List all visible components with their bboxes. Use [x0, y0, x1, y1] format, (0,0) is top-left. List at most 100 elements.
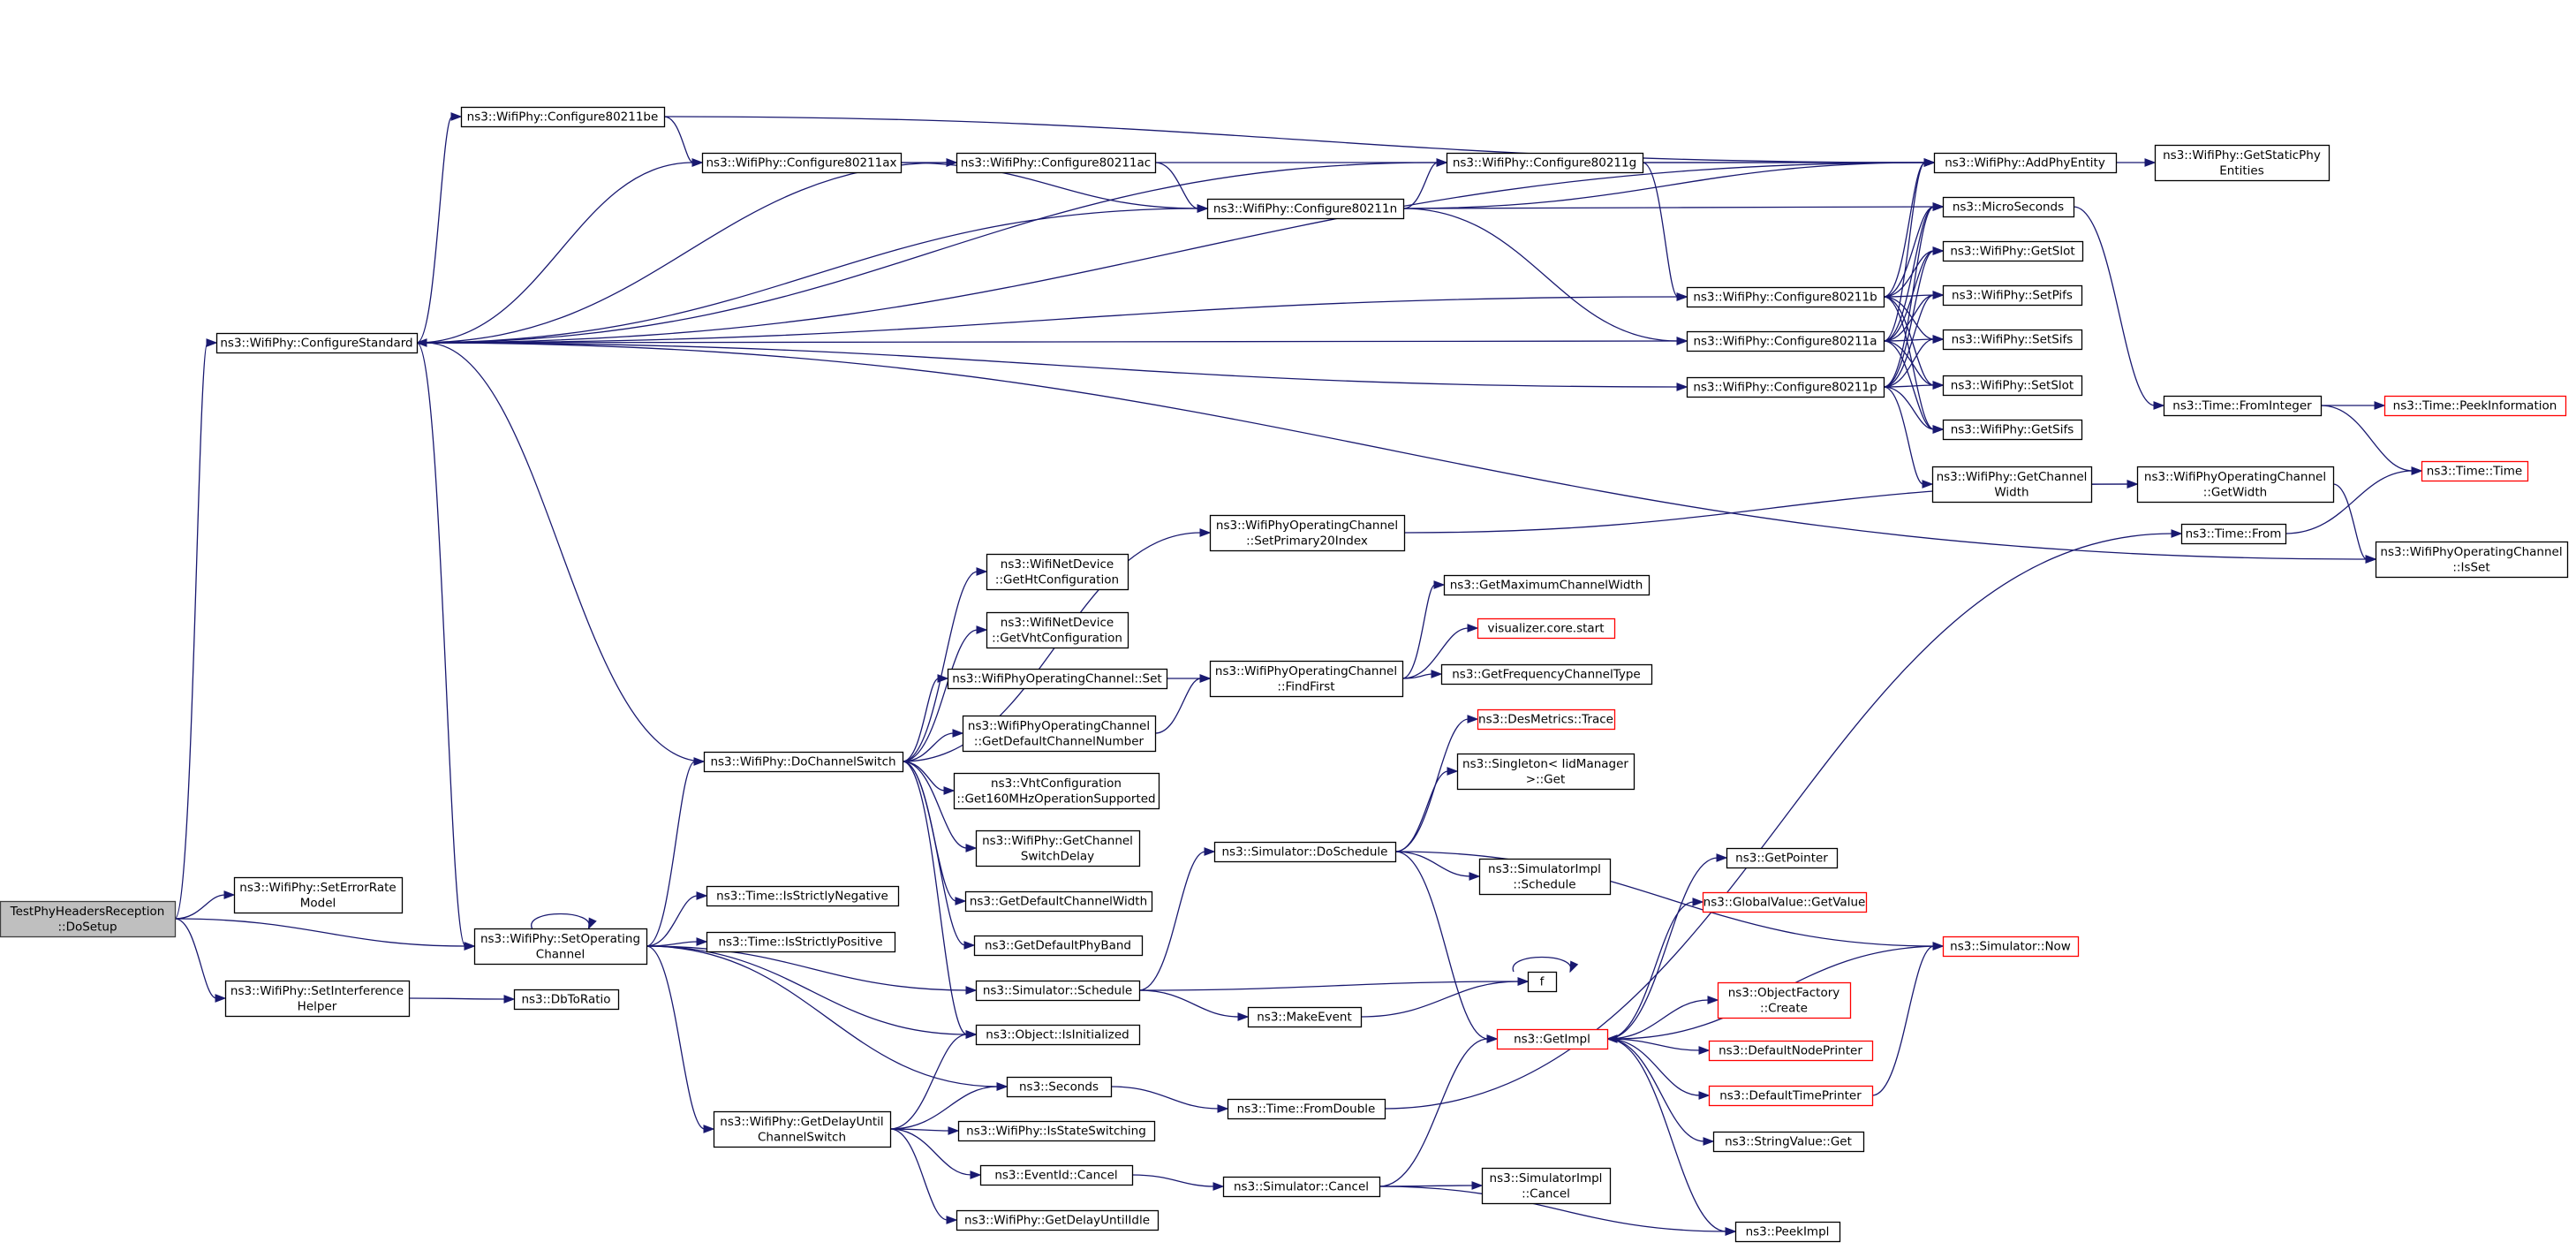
node-gv-get-value[interactable]: ns3::GlobalValue::GetValue — [1702, 891, 1868, 913]
arrowhead-icon — [206, 338, 218, 347]
node-cfg80211ac[interactable]: ns3::WifiPhy::Configure80211ac — [956, 152, 1157, 174]
node-get-default-ch-width[interactable]: ns3::GetDefaultChannelWidth — [964, 890, 1153, 913]
edge-line — [416, 162, 1926, 344]
node-op-ch-is-set[interactable]: ns3::WifiPhyOperatingChannel::IsSet — [2375, 541, 2569, 579]
node-event-id-cancel[interactable]: ns3::EventId::Cancel — [979, 1164, 1134, 1186]
arrowhead-icon — [1431, 670, 1443, 678]
edge-line — [1394, 851, 1935, 947]
node-cfg80211n[interactable]: ns3::WifiPhy::Configure80211n — [1206, 198, 1405, 220]
node-cfg80211g[interactable]: ns3::WifiPhy::Configure80211g — [1446, 152, 1644, 174]
node-vht-get160[interactable]: ns3::VhtConfiguration::Get160MHzOperatio… — [953, 772, 1160, 810]
edge-find-first-to-get-max-ch-width — [1401, 580, 1446, 679]
node-label: ns3::WifiPhyOperatingChannel — [1215, 664, 1397, 678]
node-get-impl[interactable]: ns3::GetImpl — [1496, 1028, 1609, 1050]
arrowhead-icon — [965, 986, 978, 995]
edge-get-impl-to-def-node-printer — [1606, 1038, 1711, 1055]
edge-line — [416, 296, 1679, 344]
node-micro-seconds[interactable]: ns3::MicroSeconds — [1942, 196, 2075, 218]
edge-op-ch-get-width-to-op-ch-is-set — [2332, 483, 2377, 564]
node-cfg80211b[interactable]: ns3::WifiPhy::Configure80211b — [1686, 286, 1885, 308]
node-get-freq-ch-type[interactable]: ns3::GetFrequencyChannelType — [1440, 663, 1653, 686]
arrowhead-icon — [1922, 480, 1934, 489]
node-op-ch-get-width[interactable]: ns3::WifiPhyOperatingChannel::GetWidth — [2136, 466, 2335, 504]
edge-line — [416, 342, 1679, 388]
node-get-max-ch-width[interactable]: ns3::GetMaximumChannelWidth — [1443, 574, 1651, 596]
node-time-from[interactable]: ns3::Time::From — [2180, 523, 2287, 545]
node-box — [2375, 541, 2569, 579]
node-set-primary20[interactable]: ns3::WifiPhyOperatingChannel::SetPrimary… — [1209, 514, 1406, 552]
node-find-first[interactable]: ns3::WifiPhyOperatingChannel::FindFirst — [1209, 660, 1404, 698]
node-label: ns3::WifiPhy::DoChannelSwitch — [710, 755, 895, 769]
node-cfg80211be[interactable]: ns3::WifiPhy::Configure80211be — [460, 106, 666, 128]
node-time-from-double[interactable]: ns3::Time::FromDouble — [1227, 1098, 1386, 1120]
node-def-time-printer[interactable]: ns3::DefaultTimePrinter — [1708, 1085, 1874, 1107]
node-string-value-get[interactable]: ns3::StringValue::Get — [1712, 1131, 1865, 1153]
node-label: f — [1540, 975, 1545, 989]
node-get-default-phy-band[interactable]: ns3::GetDefaultPhyBand — [973, 935, 1144, 957]
node-box — [1942, 375, 2083, 397]
node-cfg80211p[interactable]: ns3::WifiPhy::Configure80211p — [1686, 376, 1885, 398]
node-box — [1942, 419, 2083, 441]
node-root[interactable]: TestPhyHeadersReception::DoSetup — [0, 900, 177, 938]
node-cfg80211a[interactable]: ns3::WifiPhy::Configure80211a — [1686, 330, 1885, 352]
node-box — [2163, 395, 2323, 417]
node-singleton-get[interactable]: ns3::Singleton< IidManager>::Get — [1456, 753, 1635, 791]
edge-cfg80211p-to-set-sifs — [1883, 335, 1945, 388]
node-box — [979, 1164, 1134, 1186]
node-label: ns3::WifiPhy::AddPhyEntity — [1945, 156, 2105, 170]
node-get-vht-cfg[interactable]: ns3::WifiNetDevice::GetVhtConfiguration — [986, 611, 1129, 649]
node-obj-is-init[interactable]: ns3::Object::IsInitialized — [975, 1024, 1141, 1046]
node-sim-schedule[interactable]: ns3::Simulator::Schedule — [975, 980, 1141, 1002]
node-make-event[interactable]: ns3::MakeEvent — [1247, 1006, 1363, 1028]
node-get-pointer[interactable]: ns3::GetPointer — [1726, 847, 1839, 869]
node-cfg80211ax[interactable]: ns3::WifiPhy::Configure80211ax — [701, 152, 903, 174]
node-sim-now[interactable]: ns3::Simulator::Now — [1942, 936, 2080, 958]
edge-line — [1883, 206, 1935, 298]
node-viz-core-start[interactable]: visualizer.core.start — [1477, 617, 1616, 640]
node-set-sifs[interactable]: ns3::WifiPhy::SetSifs — [1942, 329, 2083, 351]
node-get-ht-cfg[interactable]: ns3::WifiNetDevice::GetHtConfiguration — [986, 553, 1129, 591]
node-sim-impl-cancel[interactable]: ns3::SimulatorImpl::Cancel — [1481, 1167, 1612, 1205]
arrowhead-icon — [1436, 158, 1448, 167]
edge-line — [1394, 851, 1489, 1040]
node-def-node-printer[interactable]: ns3::DefaultNodePrinter — [1708, 1040, 1874, 1062]
node-get-slot[interactable]: ns3::WifiPhy::GetSlot — [1942, 240, 2084, 262]
node-label: ns3::GetPointer — [1735, 852, 1828, 866]
node-obj-fact-create[interactable]: ns3::ObjectFactory::Create — [1717, 981, 1852, 1019]
node-op-ch-get-default-ch-num[interactable]: ns3::WifiPhyOperatingChannel::GetDefault… — [962, 715, 1157, 753]
node-add-phy-entity[interactable]: ns3::WifiPhy::AddPhyEntity — [1933, 152, 2118, 174]
node-time-time[interactable]: ns3::Time::Time — [2421, 460, 2529, 482]
node-is-state-switching[interactable]: ns3::WifiPhy::IsStateSwitching — [957, 1120, 1156, 1142]
node-des-metrics-trace[interactable]: ns3::DesMetrics::Trace — [1477, 708, 1616, 731]
node-peek-information[interactable]: ns3::Time::PeekInformation — [2383, 395, 2567, 417]
node-peek-impl[interactable]: ns3::PeekImpl — [1734, 1221, 1841, 1243]
node-time-from-integer[interactable]: ns3::Time::FromInteger — [2163, 395, 2323, 417]
node-box — [1206, 198, 1405, 220]
node-do-channel-switch[interactable]: ns3::WifiPhy::DoChannelSwitch — [703, 751, 904, 773]
node-seconds[interactable]: ns3::Seconds — [1006, 1076, 1113, 1098]
edge-get-delay-until-ch-switch-to-seconds — [889, 1082, 1008, 1130]
node-op-ch-set[interactable]: ns3::WifiPhyOperatingChannel::Set — [947, 668, 1168, 690]
node-sim-cancel[interactable]: ns3::Simulator::Cancel — [1222, 1176, 1381, 1198]
node-box — [1942, 240, 2084, 262]
node-db-to-ratio[interactable]: ns3::DbToRatio — [513, 989, 620, 1011]
node-get-delay-until-idle[interactable]: ns3::WifiPhy::GetDelayUntilIdle — [956, 1209, 1160, 1231]
node-label: ns3::Time::IsStrictlyNegative — [716, 890, 888, 904]
node-f[interactable]: f — [1527, 971, 1558, 993]
node-configure-standard[interactable]: ns3::WifiPhy::ConfigureStandard — [215, 332, 419, 354]
node-set-pifs[interactable]: ns3::WifiPhy::SetPifs — [1942, 284, 2083, 307]
node-sim-impl-schedule[interactable]: ns3::SimulatorImpl::Schedule — [1478, 858, 1612, 896]
node-set-slot[interactable]: ns3::WifiPhy::SetSlot — [1942, 375, 2083, 397]
node-do-schedule[interactable]: ns3::Simulator::DoSchedule — [1213, 841, 1397, 863]
node-is-strictly-negative[interactable]: ns3::Time::IsStrictlyNegative — [706, 885, 900, 907]
node-is-strictly-positive[interactable]: ns3::Time::IsStrictlyPositive — [706, 931, 896, 953]
node-box — [1213, 841, 1397, 863]
node-get-sifs[interactable]: ns3::WifiPhy::GetSifs — [1942, 419, 2083, 441]
